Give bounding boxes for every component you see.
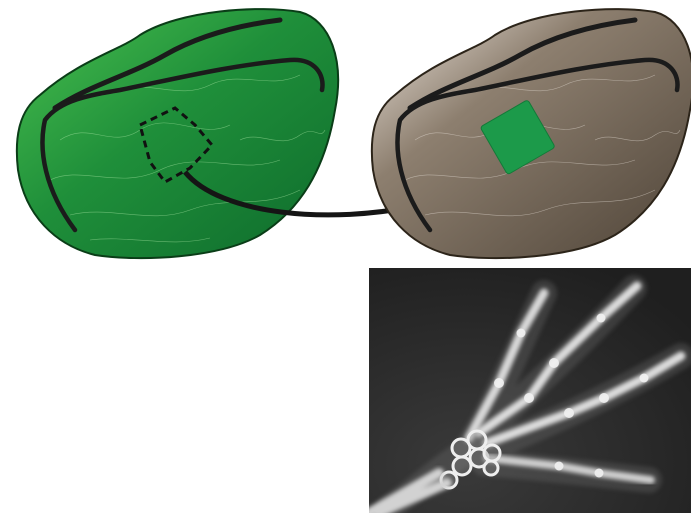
donor-tissue	[17, 9, 338, 258]
xray-panel	[369, 268, 691, 513]
recipient-tissue	[372, 9, 691, 258]
